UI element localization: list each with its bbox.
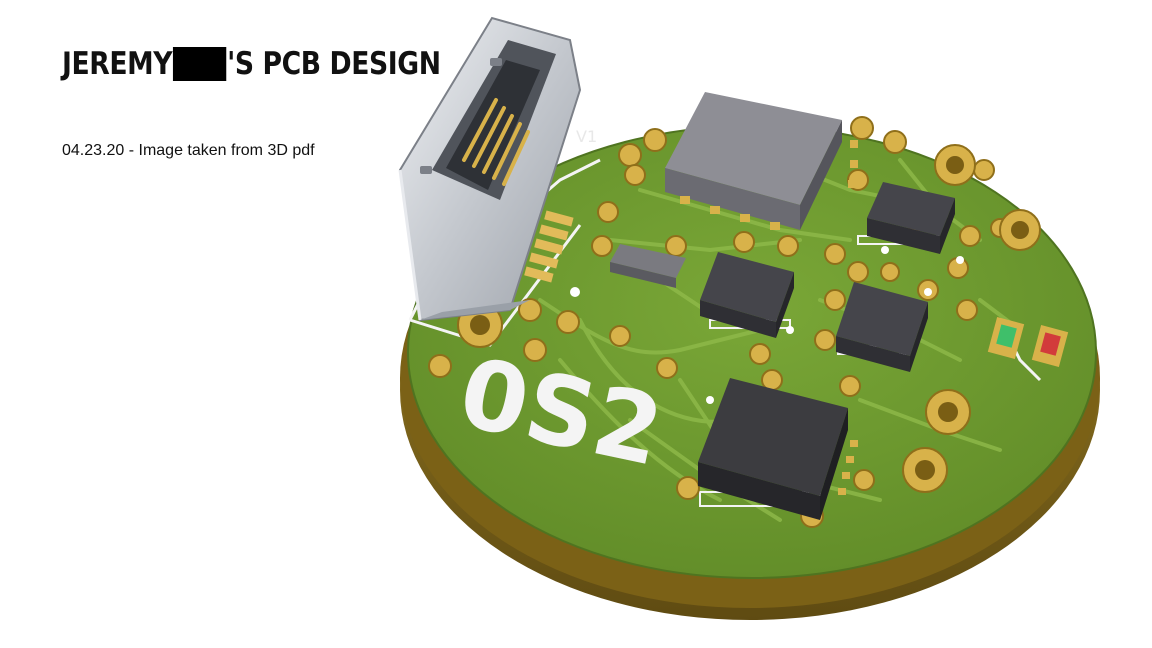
led-red xyxy=(1031,324,1069,368)
pcb-render: 0S2 V1 xyxy=(398,16,1100,620)
chip-large-top xyxy=(665,92,858,230)
redaction-box xyxy=(172,47,227,81)
chip-small-top-right xyxy=(867,182,955,254)
connector-pads xyxy=(524,210,574,283)
led-green xyxy=(987,316,1025,360)
title-suffix: 'S PCB DESIGN xyxy=(227,46,441,82)
image-caption: 04.23.20 - Image taken from 3D pdf xyxy=(62,142,315,159)
title-prefix: JEREMY xyxy=(62,46,173,82)
chip-right xyxy=(836,282,928,372)
usb-connector xyxy=(398,16,582,322)
chip-middle xyxy=(700,252,794,338)
board-top: 0S2 V1 xyxy=(407,92,1097,579)
page-title: JEREMY 'S PCB DESIGN xyxy=(62,42,441,86)
passive-component-left xyxy=(610,244,686,288)
chip-large-bottom xyxy=(698,378,858,520)
board-version-mark: V1 xyxy=(576,127,597,146)
drill-dots xyxy=(570,246,964,404)
